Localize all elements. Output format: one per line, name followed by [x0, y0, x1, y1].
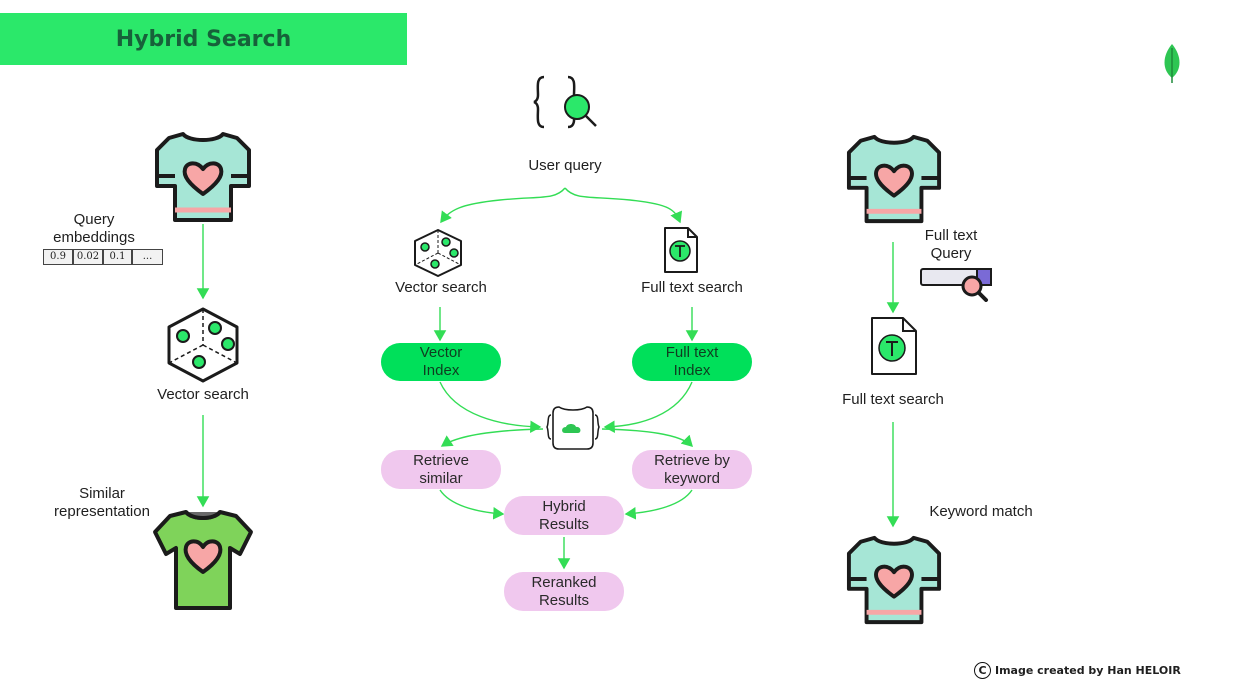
vector-index-node: Vector Index — [381, 343, 501, 381]
full-text-index-node: Full text Index — [632, 343, 752, 381]
hybrid-results-node: Hybrid Results — [504, 496, 624, 535]
arrow-keyword-hybrid — [624, 489, 693, 520]
query-embeddings-label: Query embeddings — [53, 211, 135, 246]
title-banner: Hybrid Search — [0, 13, 407, 65]
tshirt-icon — [153, 510, 253, 610]
arrow-query-fulltext — [564, 187, 683, 224]
cloud-database-icon — [546, 406, 600, 450]
embedding-cell: 0.02 — [73, 249, 103, 265]
arrow-vindex-db — [439, 381, 542, 434]
full-text-query-label: Full text Query — [924, 227, 978, 262]
leaf-icon — [1164, 44, 1180, 83]
left-vector-search-label: Vector search — [157, 386, 249, 403]
arrow-db-retrieve-similar — [440, 428, 544, 447]
similar-representation-label: Similar representation — [54, 485, 150, 520]
tshirt-icon — [846, 134, 942, 224]
tshirt-icon — [155, 132, 251, 222]
retrieve-similar-label: Retrieve similar — [413, 451, 469, 487]
reranked-results-label: Reranked Results — [531, 573, 597, 609]
document-t-icon — [871, 317, 917, 375]
reranked-results-node: Reranked Results — [504, 572, 624, 611]
document-t-icon — [664, 227, 698, 273]
embedding-cell: 0.1 — [103, 249, 132, 265]
vector-cube-icon — [414, 229, 462, 277]
hybrid-results-label: Hybrid Results — [538, 497, 590, 533]
right-full-text-search-label: Full text search — [842, 391, 944, 408]
tshirt-icon — [846, 535, 942, 625]
vector-index-label: Vector Index — [419, 344, 463, 379]
retrieve-similar-node: Retrieve similar — [381, 450, 501, 489]
full-text-index-label: Full text Index — [665, 344, 719, 379]
arrow-similar-hybrid — [439, 489, 505, 520]
center-vector-search-label: Vector search — [395, 279, 487, 296]
arrow-findex-db — [603, 381, 693, 434]
vector-cube-icon — [167, 307, 239, 383]
image-credit: C Image created by Han HELOIR — [974, 662, 1181, 679]
query-brackets-icon — [533, 75, 597, 129]
retrieve-by-keyword-node: Retrieve by keyword — [632, 450, 752, 489]
retrieve-by-keyword-label: Retrieve by keyword — [654, 451, 730, 487]
copyright-icon: C — [974, 662, 991, 679]
credit-text: Image created by Han HELOIR — [995, 664, 1181, 677]
center-full-text-search-label: Full text search — [641, 279, 743, 296]
keyword-match-label: Keyword match — [929, 503, 1033, 520]
user-query-label: User query — [528, 157, 602, 174]
arrow-query-vector — [440, 187, 566, 224]
embedding-cell: ... — [132, 249, 163, 265]
search-bar-icon — [920, 268, 992, 302]
embedding-cell: 0.9 — [43, 249, 73, 265]
page-title: Hybrid Search — [115, 26, 292, 52]
arrow-db-retrieve-keyword — [601, 428, 693, 447]
